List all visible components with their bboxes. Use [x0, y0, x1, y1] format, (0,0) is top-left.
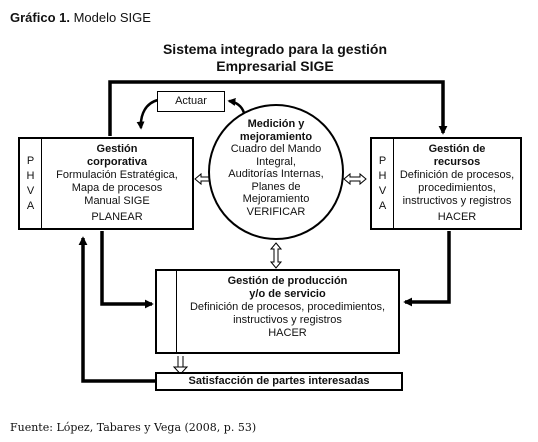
medicion-line: Integral,	[256, 155, 296, 168]
arrow-medicion-to-actuar	[227, 97, 246, 114]
medicion-stage: VERIFICAR	[246, 205, 306, 218]
gestion-recursos-line: instructivos y registros	[402, 195, 512, 207]
figure-label: Gráfico 1.	[10, 10, 70, 25]
gestion-corporativa-line: Mapa de procesos	[71, 182, 163, 194]
medicion-title-2: mejoramiento	[239, 130, 313, 143]
gestion-recursos-stage: HACER	[437, 211, 477, 223]
gestion-corporativa-line: Formulación Estratégica,	[56, 169, 178, 181]
gestion-produccion-title-2: y/o de servicio	[249, 288, 326, 300]
phva-letter: H	[26, 169, 35, 182]
phva-letter: V	[378, 184, 387, 197]
satisfaccion-label: Satisfacción de partes interesadas	[188, 375, 370, 387]
gestion-corporativa-box: P H V A Gestión corporativa Formulación …	[18, 137, 194, 230]
figure-title: Gráfico 1. Modelo SIGE	[10, 10, 151, 25]
phva-letter: P	[26, 154, 35, 167]
gestion-produccion-box: Gestión de producción y/o de servicio De…	[155, 269, 400, 354]
gestion-recursos-title-1: Gestión de	[428, 143, 486, 155]
diagram-title: Sistema integrado para la gestión Empres…	[105, 41, 445, 75]
phva-column-left: P H V A	[20, 139, 42, 228]
arrow-recursos-to-produccion	[403, 231, 451, 307]
gestion-corporativa-stage: PLANEAR	[91, 211, 143, 223]
diagram-title-line2: Empresarial SIGE	[216, 58, 334, 74]
double-arrow-medicion-produccion	[269, 242, 283, 269]
gestion-recursos-content: Gestión de recursos Definición de proces…	[394, 139, 520, 228]
medicion-line: Cuadro del Mando	[230, 143, 322, 155]
gestion-recursos-box: P H V A Gestión de recursos Definición d…	[370, 137, 522, 230]
gestion-produccion-content: Gestión de producción y/o de servicio De…	[177, 271, 398, 352]
source-note: Fuente: López, Tabares y Vega (2008, p. …	[10, 421, 257, 434]
actuar-label: Actuar	[175, 95, 207, 107]
phva-letter: A	[378, 199, 387, 212]
gestion-corporativa-line: Manual SIGE	[84, 195, 150, 207]
arrow-satisfaccion-to-corporativa	[78, 236, 156, 383]
phva-column-right: P H V A	[372, 139, 394, 228]
arrow-actuar-to-corporativa	[136, 98, 159, 130]
medicion-mejoramiento-circle: Medición y mejoramiento Cuadro del Mando…	[208, 104, 344, 240]
actuar-box: Actuar	[157, 91, 225, 112]
figure-name: Modelo SIGE	[73, 10, 151, 25]
gestion-produccion-line: instructivos y registros	[233, 314, 342, 326]
phva-letter: A	[26, 199, 35, 212]
medicion-line: Auditorías Internas,	[228, 168, 324, 180]
phva-letter: H	[378, 169, 387, 182]
gestion-corporativa-title-1: Gestión	[96, 143, 138, 155]
phva-letter: V	[26, 184, 35, 197]
gestion-produccion-stage: HACER	[268, 327, 307, 339]
gestion-produccion-line: Definición de procesos, procedimientos,	[189, 301, 386, 313]
gestion-recursos-line: Definición de procesos,	[399, 169, 515, 181]
gestion-recursos-line: procedimientos,	[418, 182, 496, 194]
double-arrow-medicion-recursos	[343, 172, 367, 186]
produccion-side-column	[157, 271, 177, 352]
medicion-line: Planes de	[251, 180, 301, 193]
gestion-corporativa-content: Gestión corporativa Formulación Estratég…	[42, 139, 192, 228]
gestion-recursos-title-2: recursos	[433, 156, 481, 168]
gestion-corporativa-title-2: corporativa	[87, 156, 147, 168]
medicion-line: Mejoramiento	[242, 193, 310, 205]
arrow-corporativa-to-recursos	[108, 80, 448, 136]
phva-letter: P	[378, 154, 387, 167]
gestion-produccion-title-1: Gestión de producción	[227, 275, 348, 287]
satisfaccion-box: Satisfacción de partes interesadas	[155, 372, 403, 391]
diagram-title-line1: Sistema integrado para la gestión	[162, 41, 388, 57]
medicion-title-1: Medición y	[247, 118, 305, 130]
arrow-corporativa-to-produccion	[100, 231, 154, 309]
arrow-produccion-to-satisfaccion	[172, 356, 189, 375]
